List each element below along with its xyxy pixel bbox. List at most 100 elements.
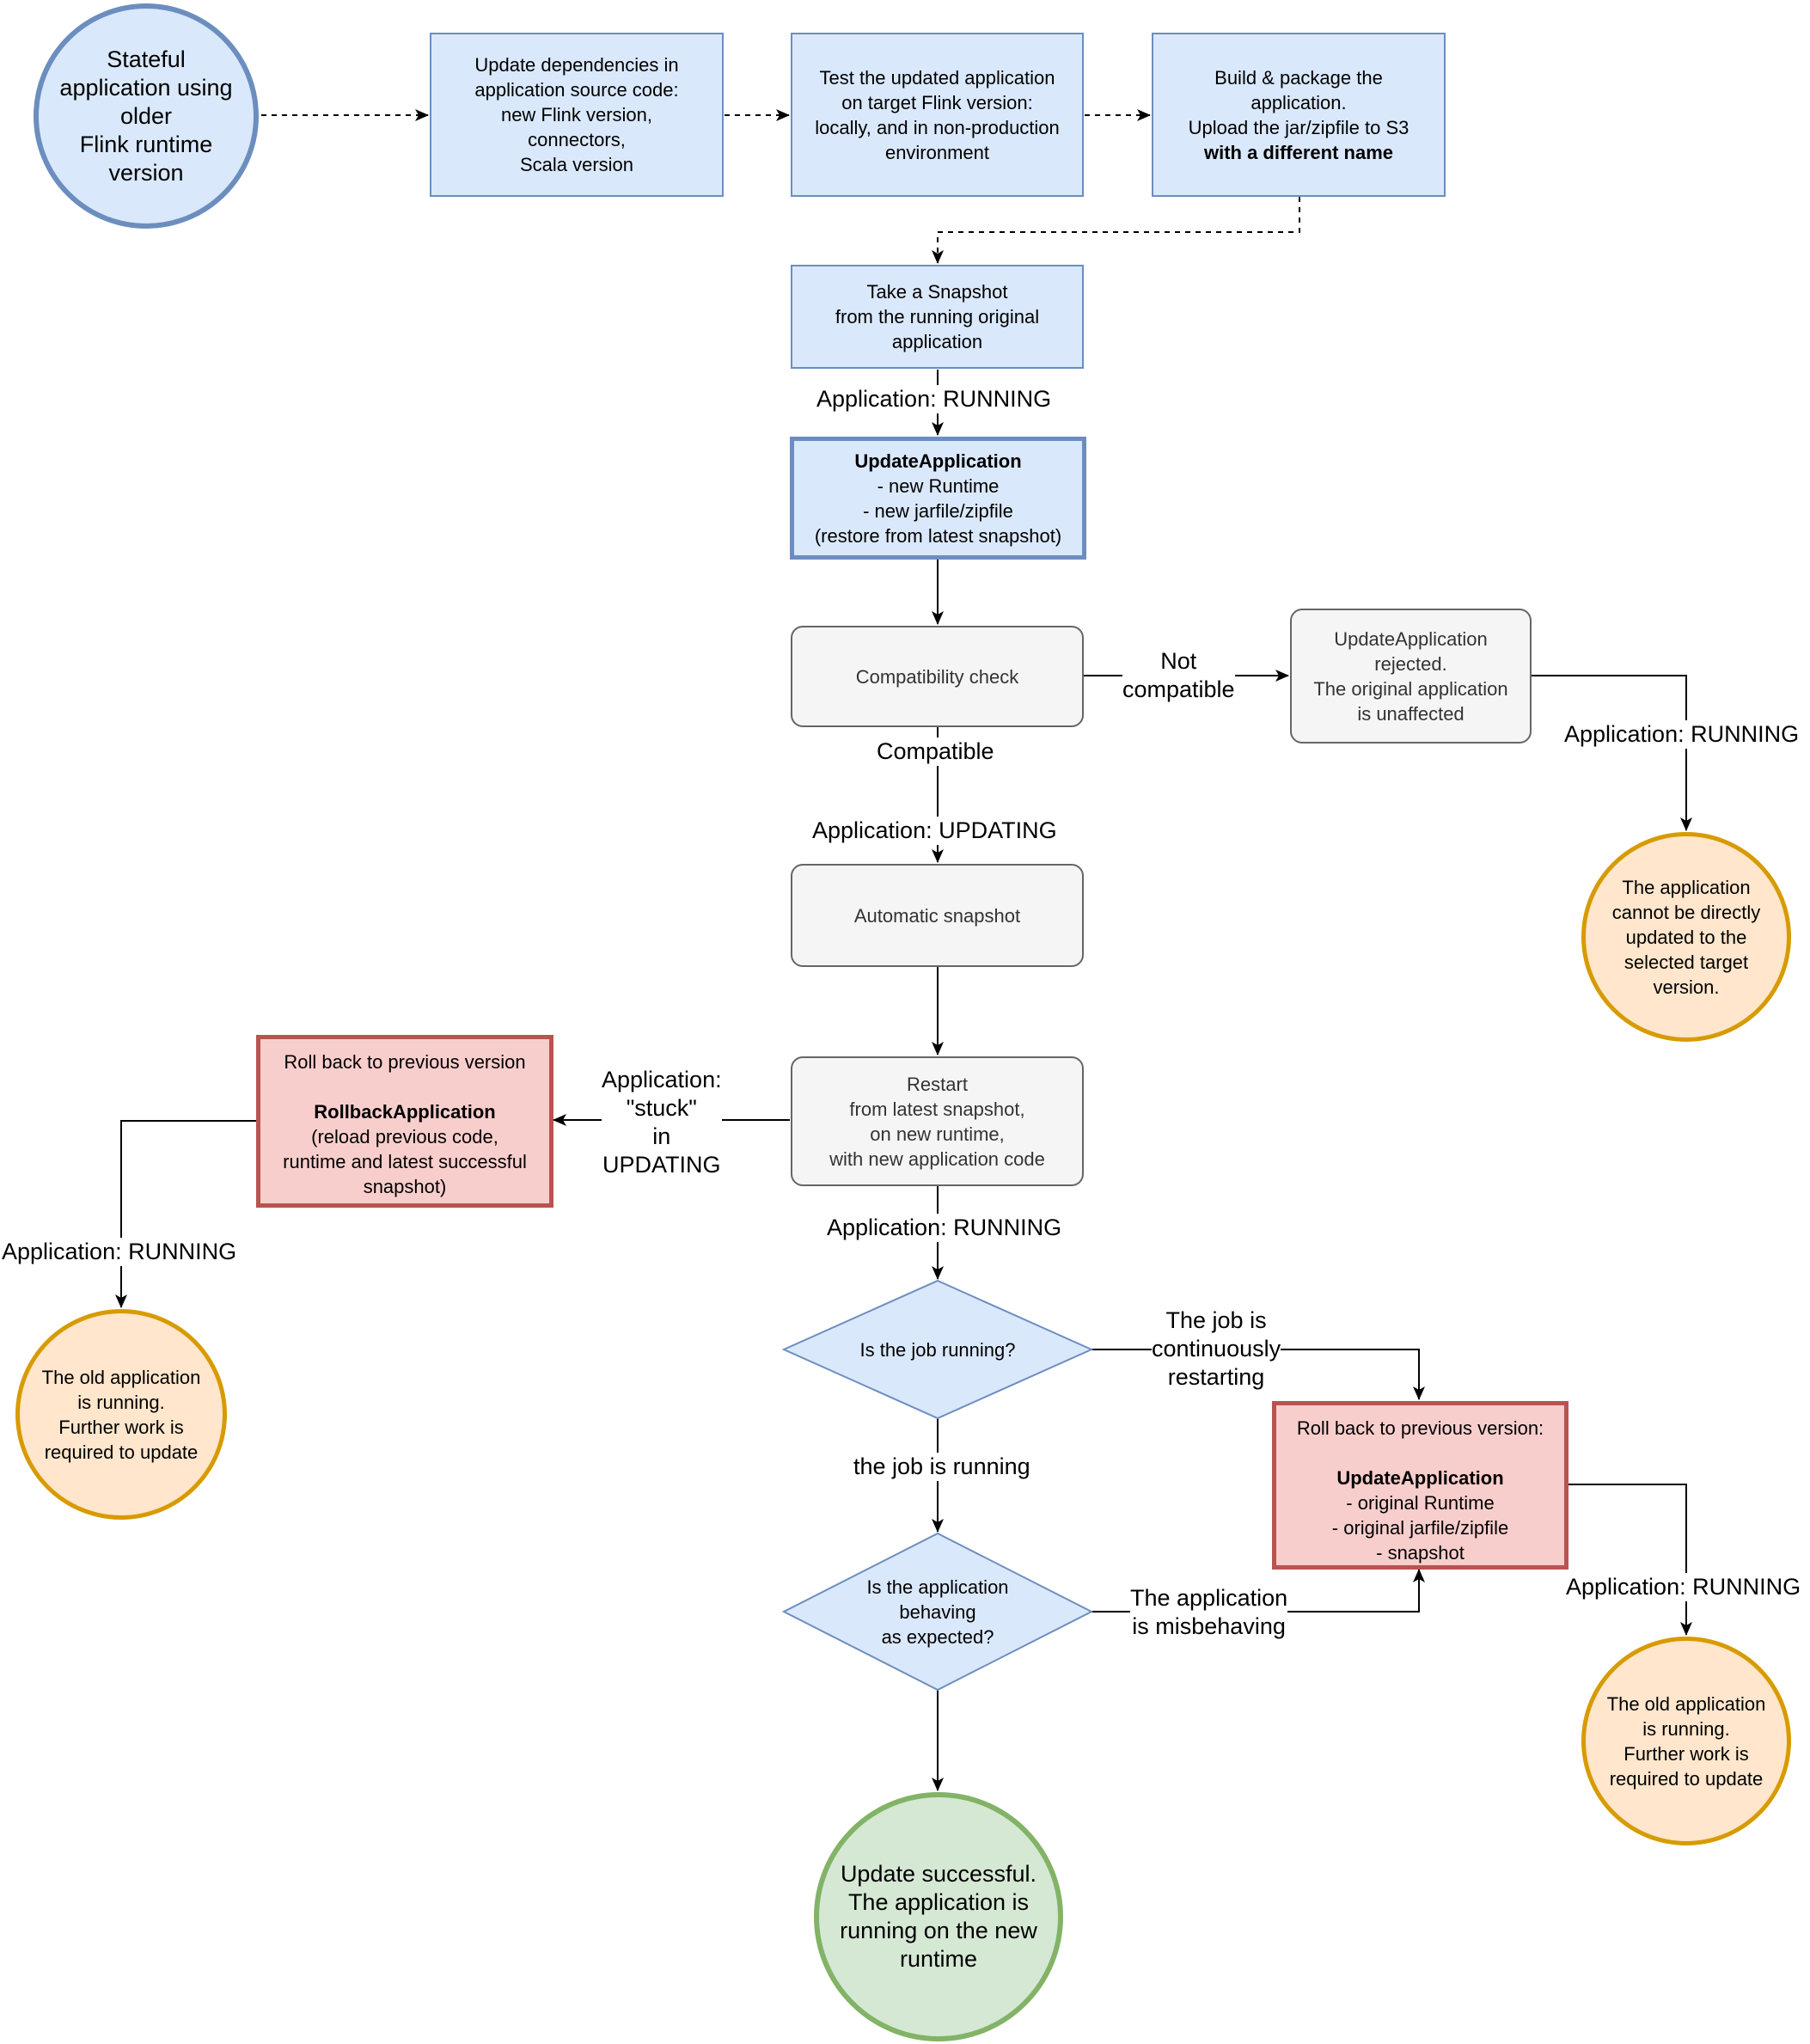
edge-label-line: The job is [1165,1307,1267,1333]
restart-line: Restart [907,1073,968,1095]
update-application-box: UpdateApplication - new Runtime - new ja… [790,437,1086,560]
edge-label-line: in [652,1123,671,1149]
test-app-line: on target Flink version: [841,91,1033,113]
rejected-line: The original application [1313,677,1508,700]
old-right-line: is running. [1642,1717,1730,1740]
behaving-question: Is the application behaving as expected? [816,1569,1059,1655]
rollback-right-title: Roll back to previous version: [1296,1417,1544,1439]
edge-label-misbehaving: The application is misbehaving [1130,1584,1288,1641]
success-line: Update successful. [840,1861,1037,1887]
restart-line: with new application code [829,1147,1045,1170]
old-application-right-circle: The old application is running. Further … [1581,1637,1791,1845]
edge-rejected-to-cannot [1532,675,1692,831]
behaving-diamond [781,1532,1094,1692]
update-successful-circle: Update successful. The application is ru… [814,1792,1063,2041]
edge-label-line: the job is running [853,1453,1030,1479]
edge-label-line: Application: RUNNING [827,1215,1062,1240]
restart-line: from latest snapshot, [849,1098,1025,1120]
edge-label-line: "stuck" [626,1095,697,1121]
rollback-left-line: runtime and latest successful [283,1151,527,1172]
edge-label-stuck: Application: "stuck" in UPDATING [602,1066,722,1179]
job-running-diamond [781,1279,1094,1420]
rejected-line: is unaffected [1357,702,1465,725]
start-line: Stateful [107,46,186,72]
cannot-update-line: updated to the [1625,926,1747,948]
start-line: application using [59,74,233,101]
rollback-right-line: - snapshot [1376,1542,1465,1564]
edge-label-running-right: Application: RUNNING [1566,1573,1801,1601]
edge-label-line: Not [1160,648,1197,674]
behaving-q-line: as expected? [881,1625,994,1648]
old-left-line: The old application [41,1366,201,1388]
job-running-q-label: Is the job running? [859,1338,1016,1361]
old-left-line: required to update [44,1441,199,1463]
update-dependencies-box: Update dependencies in application sourc… [430,33,724,197]
snapshot-line: application [891,331,983,352]
edge-label-line: The application [1130,1585,1288,1611]
test-application-box: Test the updated application on target F… [791,33,1084,197]
edge-label-line: Application: [602,1067,722,1092]
update-deps-line: Update dependencies in [474,54,679,76]
start-line: Flink runtime [79,131,213,157]
edge-label-line: is misbehaving [1132,1613,1286,1639]
snapshot-line: from the running original [835,306,1040,327]
automatic-snapshot-box: Automatic snapshot [791,864,1084,967]
start-line: older [119,102,173,129]
rollback-application-box: Roll back to previous version RollbackAp… [256,1035,553,1208]
edge-label-line: Application: RUNNING [1564,721,1800,747]
success-line: The application is [847,1889,1030,1915]
snapshot-line: Take a Snapshot [866,281,1008,303]
test-app-line: Test the updated application [819,66,1055,89]
build-line: Build & package the [1214,66,1383,89]
update-deps-line: Scala version [519,154,634,175]
update-app-title: UpdateApplication [854,450,1022,472]
update-app-line: - new Runtime [877,474,1000,497]
edge-label-running-left: Application: RUNNING [2,1238,237,1266]
rollback-left-line: snapshot) [363,1176,447,1197]
rejected-line: UpdateApplication [1334,627,1488,650]
success-line: runtime [899,1946,978,1972]
update-app-line: - new jarfile/zipfile [863,499,1013,522]
behaving-q-line: Is the application [866,1576,1009,1598]
rejected-line: rejected. [1374,652,1447,675]
edge-label-compatible: Compatible [877,737,994,766]
edge-label-job-is-running: the job is running [853,1453,1030,1481]
build-line: application. [1250,91,1347,113]
edge-label-line: Compatible [877,738,994,764]
rollback-left-line: (reload previous code, [311,1126,498,1147]
edge-label-line: compatible [1122,676,1235,702]
rollback-right-line: - original Runtime [1346,1492,1495,1514]
edge-rollback-to-old-left [115,1120,256,1308]
test-app-line: locally, and in non-production [815,116,1060,138]
rollback-right-bold: UpdateApplication [1336,1467,1504,1489]
edge-label-not-compatible: Not compatible [1122,647,1235,704]
update-deps-line: application source code: [474,79,679,101]
edge-label-updating: Application: UPDATING [812,817,1057,845]
old-left-line: is running. [77,1391,165,1413]
build-line: Upload the jar/zipfile to S3 [1188,116,1409,138]
edge-label-line: Application: RUNNING [2,1239,237,1264]
cannot-update-line: version. [1653,976,1720,998]
take-snapshot-box: Take a Snapshot from the running origina… [791,265,1084,369]
cannot-update-line: The application [1622,876,1751,898]
edge-label-restarting: The job is continuously restarting [1152,1307,1281,1392]
old-right-line: required to update [1609,1767,1764,1790]
job-running-question: Is the job running? [816,1324,1059,1375]
edge-label-line: UPDATING [602,1152,721,1178]
edge-build-to-snapshot [932,197,1300,264]
start-line: version [108,159,184,186]
build-bold-line: with a different name [1203,141,1394,163]
old-left-line: Further work is [58,1416,184,1438]
update-app-line: (restore from latest snapshot) [814,524,1062,547]
update-deps-line: connectors, [528,129,626,150]
rollback-left-bold: RollbackApplication [314,1101,496,1123]
update-deps-line: new Flink version, [500,104,653,125]
update-rejected-box: UpdateApplication rejected. The original… [1290,609,1532,744]
cannot-update-circle: The application cannot be directly updat… [1581,832,1791,1042]
rollback-update-application-box: Roll back to previous version: UpdateApp… [1272,1401,1568,1570]
success-line: running on the new [840,1918,1037,1943]
compatibility-check-box: Compatibility check [791,626,1084,727]
edge-label-line: restarting [1167,1364,1265,1390]
behaving-q-line: behaving [899,1600,976,1623]
